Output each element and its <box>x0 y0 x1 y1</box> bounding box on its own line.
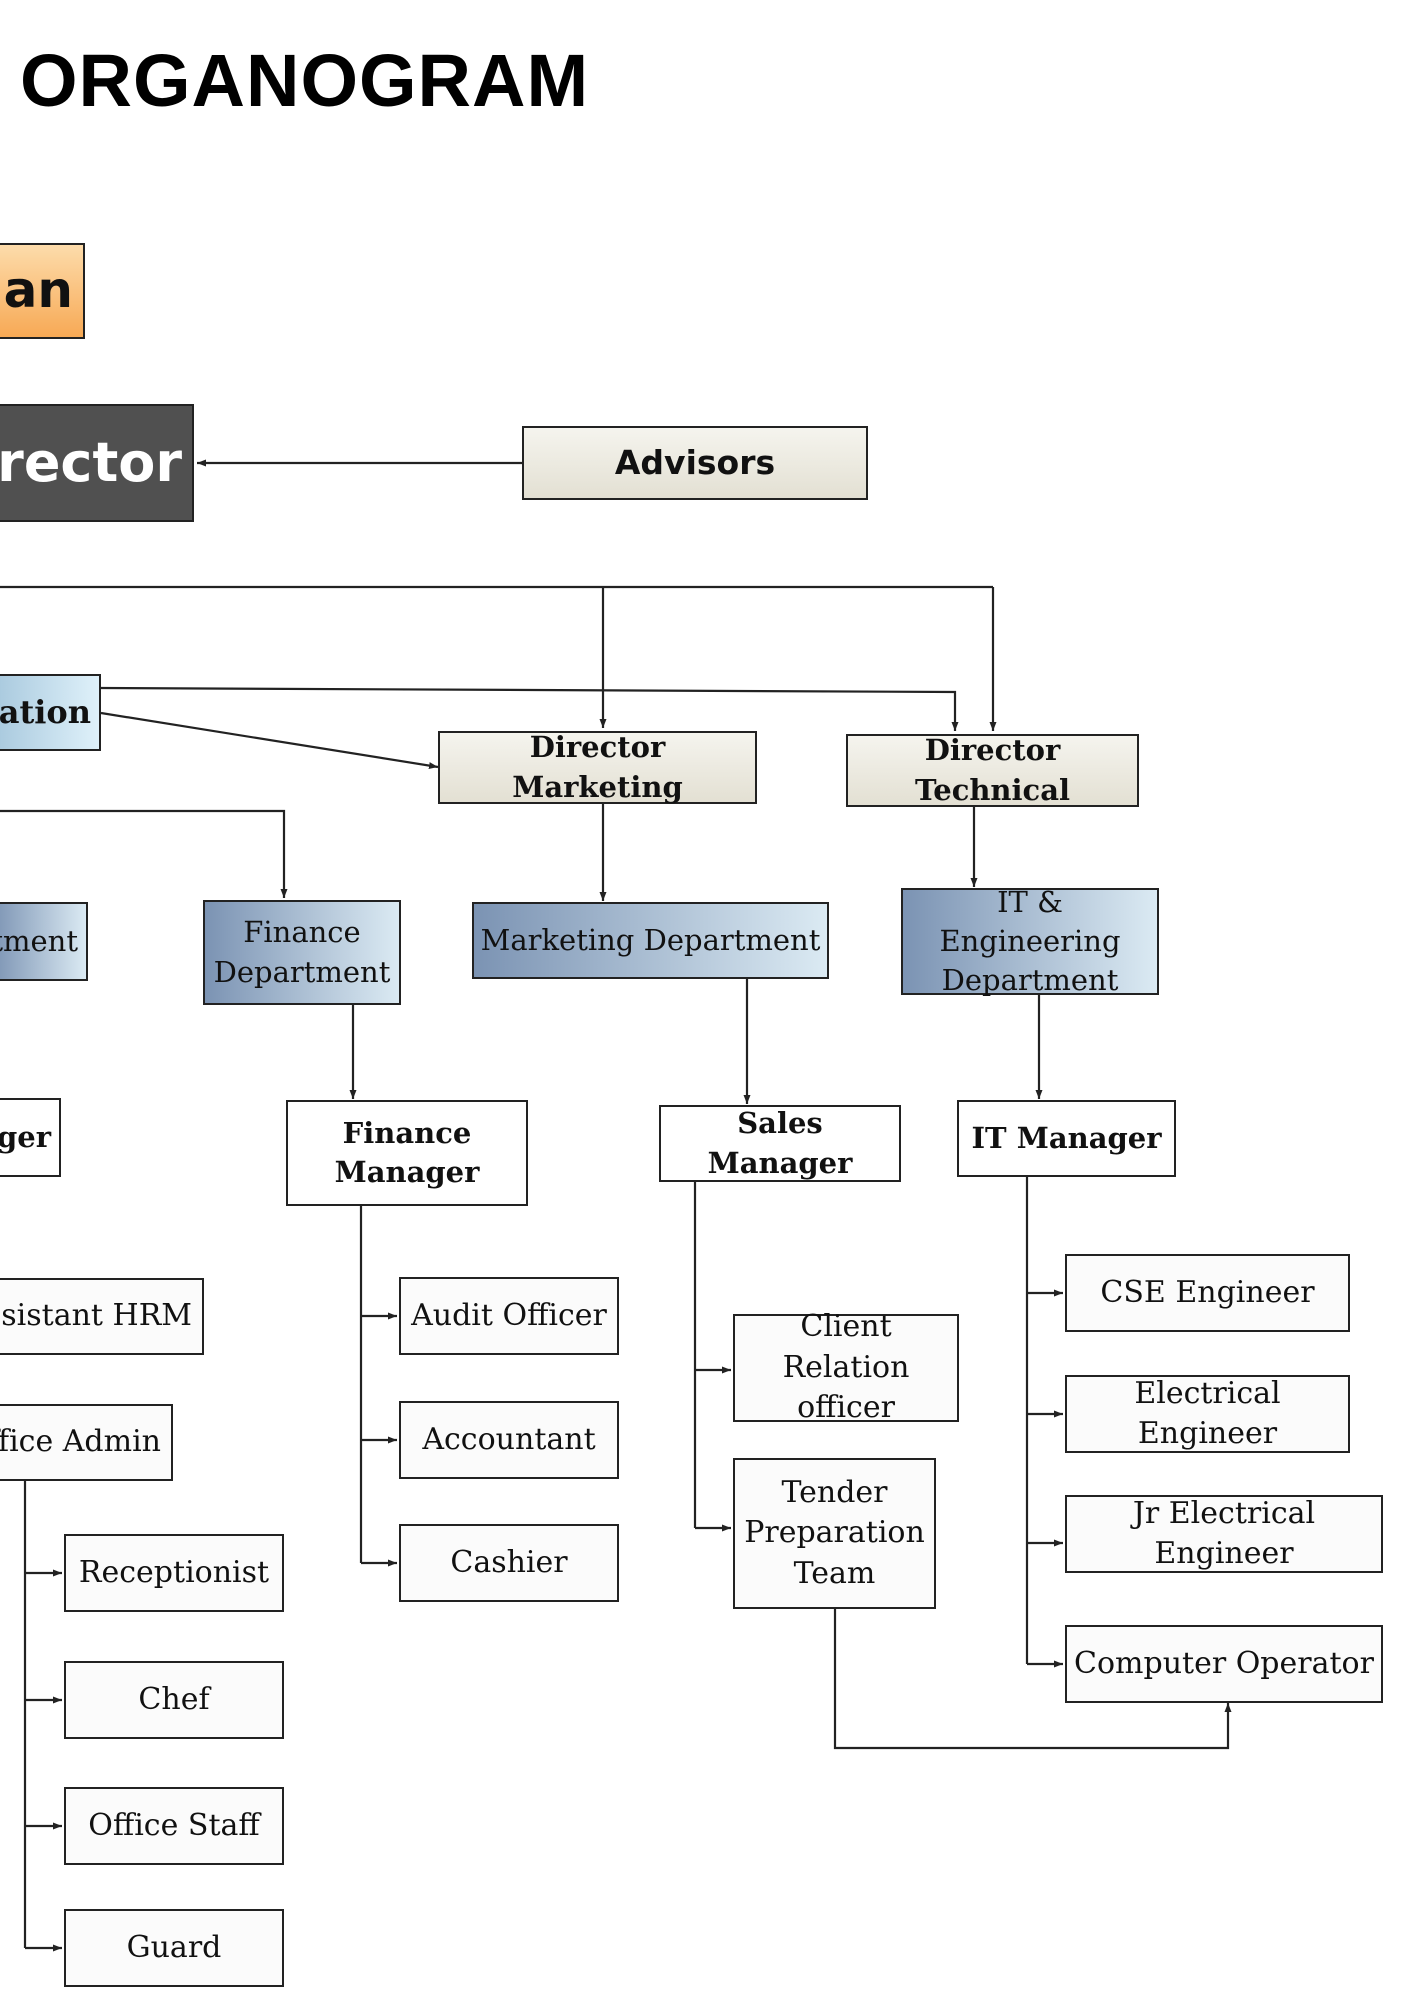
audit-officer-box: Audit Officer <box>399 1277 619 1355</box>
finance-department-box: Finance Department <box>203 900 401 1005</box>
admin-department-box: tment <box>0 902 88 981</box>
accountant-box: Accountant <box>399 1401 619 1479</box>
chef-label: Chef <box>138 1681 210 1717</box>
it-engineering-department-box: IT & Engineering Department <box>901 885 1159 997</box>
chairman-box: an <box>0 243 85 339</box>
connector-admin-technical <box>100 686 959 731</box>
connector-tender-operator <box>833 1609 1232 1750</box>
sales-manager-label: Sales Manager <box>707 1106 853 1180</box>
computer-operator-label: Computer Operator <box>1074 1645 1374 1681</box>
sales-manager-box: Sales Manager <box>659 1105 901 1182</box>
page-title: ORGANOGRAM <box>20 39 590 122</box>
office-staff-label: Office Staff <box>88 1807 260 1843</box>
tender-preparation-team-box: Tender Preparation Team <box>733 1458 936 1609</box>
cse-engineer-box: CSE Engineer <box>1065 1254 1350 1332</box>
cse-engineer-label: CSE Engineer <box>1100 1274 1315 1310</box>
chef-box: Chef <box>64 1661 284 1739</box>
director-marketing-box: Director Marketing <box>438 730 757 804</box>
chairman-label: an <box>3 261 73 320</box>
cashier-label: Cashier <box>450 1544 568 1580</box>
managing-director-label: irector <box>0 430 182 494</box>
jr-electrical-engineer-box: Jr Electrical Engineer <box>1065 1495 1383 1573</box>
receptionist-label: Receptionist <box>78 1554 270 1590</box>
it-manager-label: IT Manager <box>971 1120 1162 1155</box>
connector-admin-marketing <box>100 711 439 770</box>
assistant-hrm-label: ssistant HRM <box>0 1298 192 1334</box>
guard-box: Guard <box>64 1909 284 1987</box>
office-admin-label: ffice Admin <box>0 1424 161 1460</box>
administration-label: ration <box>0 692 91 731</box>
director-technical-label: Director Technical <box>914 733 1070 807</box>
guard-label: Guard <box>126 1929 222 1965</box>
client-relation-officer-label: Client Relation officer <box>782 1309 910 1426</box>
advisors-label: Advisors <box>614 442 776 482</box>
electrical-engineer-label: Electrical Engineer <box>1134 1375 1281 1452</box>
office-admin-box: ffice Admin <box>0 1404 173 1481</box>
it-engineering-department-label: IT & Engineering Department <box>939 884 1121 998</box>
tender-preparation-team-label: Tender Preparation Team <box>744 1474 925 1591</box>
computer-operator-box: Computer Operator <box>1065 1625 1383 1703</box>
marketing-department-box: Marketing Department <box>472 902 829 979</box>
director-marketing-label: Director Marketing <box>512 730 683 804</box>
electrical-engineer-box: Electrical Engineer <box>1065 1375 1350 1453</box>
connector-to-finance-dept <box>0 809 288 898</box>
finance-manager-box: Finance Manager <box>286 1100 528 1206</box>
audit-officer-label: Audit Officer <box>411 1297 607 1333</box>
administration-box: ration <box>0 674 101 751</box>
admin-manager-box: ger <box>0 1098 61 1177</box>
finance-manager-label: Finance Manager <box>334 1115 480 1189</box>
receptionist-box: Receptionist <box>64 1534 284 1612</box>
accountant-label: Accountant <box>422 1421 596 1457</box>
assistant-hrm-box: ssistant HRM <box>0 1278 204 1355</box>
advisors-box: Advisors <box>522 426 868 500</box>
admin-department-label: tment <box>0 923 78 958</box>
admin-manager-label: ger <box>0 1119 51 1154</box>
finance-department-label: Finance Department <box>213 915 391 989</box>
managing-director-box: irector <box>0 404 194 522</box>
cashier-box: Cashier <box>399 1524 619 1602</box>
office-staff-box: Office Staff <box>64 1787 284 1865</box>
director-technical-box: Director Technical <box>846 733 1139 807</box>
marketing-department-label: Marketing Department <box>480 922 821 957</box>
it-manager-box: IT Manager <box>957 1100 1176 1177</box>
client-relation-officer-box: Client Relation officer <box>733 1309 959 1425</box>
jr-electrical-engineer-label: Jr Electrical Engineer <box>1132 1495 1316 1572</box>
